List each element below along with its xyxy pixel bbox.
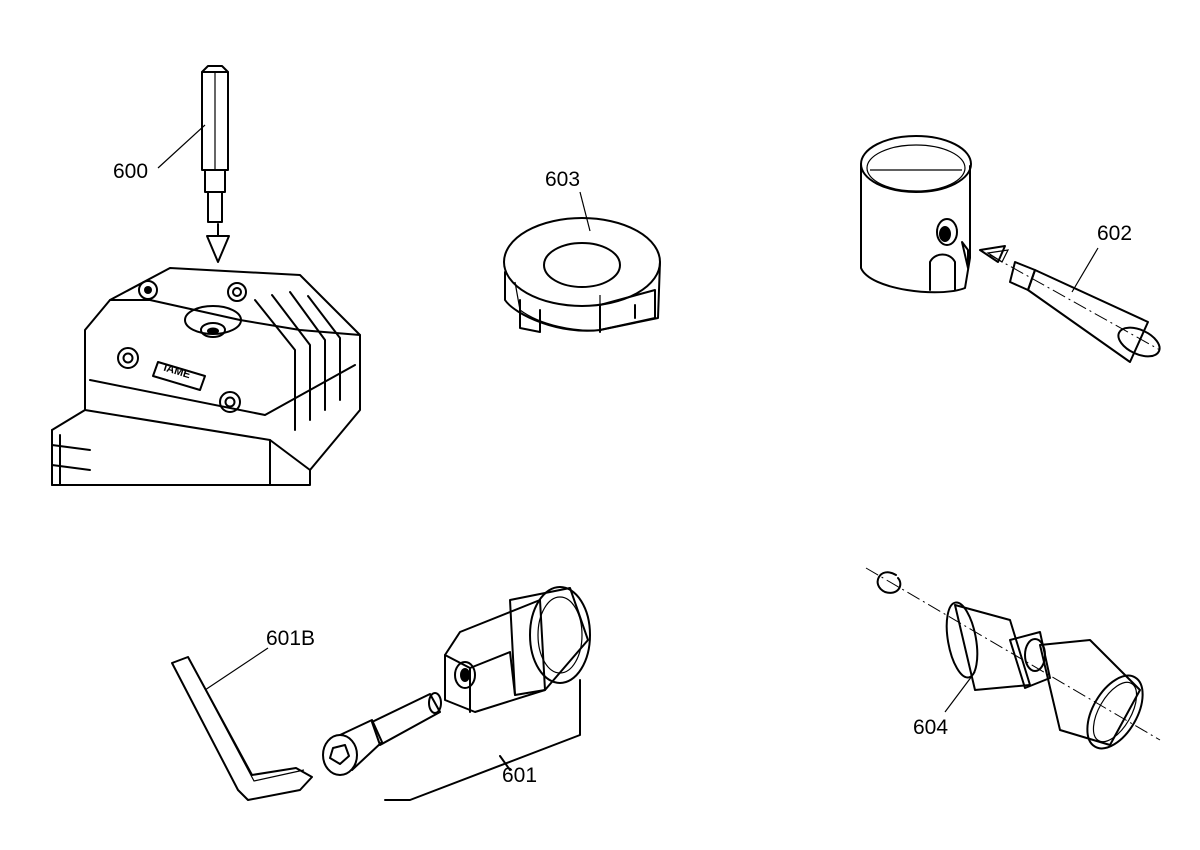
tool-603-leader [579,191,591,232]
tool-601-group: 601 [322,586,591,801]
tool-600-label: 600 [113,160,148,183]
tool-600-group: IAME 600 [51,65,361,486]
tool-600-leader [157,124,206,169]
tool-601-drawing [322,586,591,801]
tool-602-label: 602 [1097,222,1132,245]
tool-601b-drawing [171,656,313,801]
tool-604-leader [944,671,976,713]
tool-602-drawing [860,135,1161,363]
head-logo-text: IAME [162,362,192,382]
tool-603-group: 603 [503,168,661,333]
tool-601b-leader [204,647,269,691]
tool-602-group: 602 [860,135,1161,363]
tool-604-group: 604 [865,567,1161,750]
tool-603-label: 603 [545,168,580,191]
tool-604-label: 604 [913,716,948,739]
tool-601b-group: 601B [171,627,315,801]
tool-600-drawing: IAME [51,65,361,486]
tool-601b-label: 601B [266,627,315,650]
tool-601-label: 601 [502,764,537,787]
tool-602-leader [1071,247,1099,293]
tool-603-drawing [503,217,661,333]
tool-604-drawing [865,567,1161,750]
